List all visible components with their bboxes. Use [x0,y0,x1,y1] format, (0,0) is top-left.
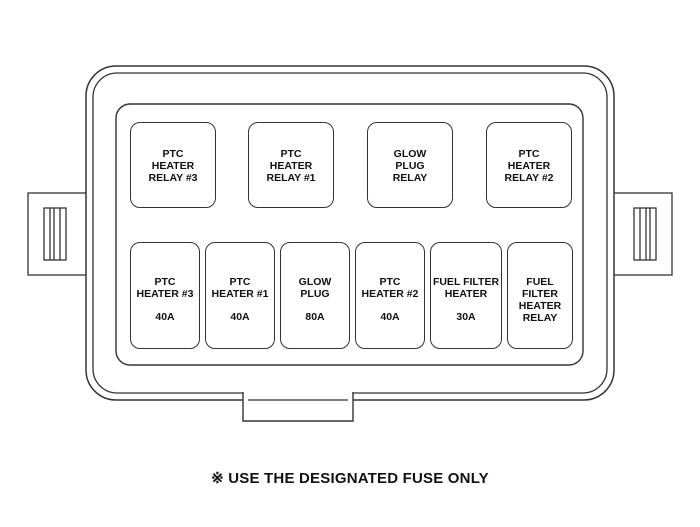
relay-label-line: HEATER [507,160,551,172]
fuse-glow-plug: GLOW PLUG 80A [280,242,350,349]
relay-label-line: HEATER [151,160,195,172]
relay-ptc-heater-2: PTC HEATER RELAY #2 [486,122,572,208]
fuse-ptc-heater-3: PTC HEATER #3 40A [130,242,200,349]
fuse-label-line: PLUG [300,288,330,300]
fuse-label-line: FILTER [522,288,558,300]
fuse-ptc-heater-1: PTC HEATER #1 40A [205,242,275,349]
fuse-fuel-filter-heater: FUEL FILTER HEATER 30A [430,242,502,349]
relay-label-line: HEATER [269,160,313,172]
fuse-label-line: PTC [379,276,401,288]
relay-label-line: GLOW [393,148,427,160]
fuse-label-line: PTC [154,276,176,288]
relay-label-line: PTC [280,148,302,160]
fuse-rating: 40A [380,311,400,323]
relay-label-line: RELAY [392,172,428,184]
fuse-fuel-filter-heater-relay: FUEL FILTER HEATER RELAY [507,242,573,349]
fuse-label-line: HEATER #3 [136,288,194,300]
fuse-label-line: HEATER #2 [361,288,419,300]
fuse-label-line: HEATER [518,300,562,312]
fuse-rating: 40A [155,311,175,323]
relay-label-line: RELAY #3 [148,172,198,184]
bottom-latch [242,392,354,422]
fuse-label-line: PTC [229,276,251,288]
relay-label-line: PLUG [395,160,425,172]
fuse-label-line: FUEL FILTER [432,276,500,288]
fuse-rating: 80A [305,311,325,323]
fuse-ptc-heater-2: PTC HEATER #2 40A [355,242,425,349]
designated-fuse-note: ※ USE THE DESIGNATED FUSE ONLY [211,470,489,487]
fuse-label-line: GLOW [298,276,332,288]
relay-ptc-heater-1: PTC HEATER RELAY #1 [248,122,334,208]
relay-glow-plug: GLOW PLUG RELAY [367,122,453,208]
fuse-rating: 30A [456,311,476,323]
fuse-rating: 40A [230,311,250,323]
relay-label-line: RELAY #1 [266,172,316,184]
fuse-label-line: FUEL [526,276,554,288]
relay-label-line: PTC [162,148,184,160]
fuse-label-line: HEATER #1 [211,288,269,300]
relay-label-line: RELAY #2 [504,172,554,184]
right-mounting-tab [611,192,673,276]
left-mounting-tab [27,192,89,276]
relay-ptc-heater-3: PTC HEATER RELAY #3 [130,122,216,208]
fuse-label-line: HEATER [444,288,488,300]
relay-label-line: PTC [518,148,540,160]
fuse-label-line: RELAY [522,312,558,324]
